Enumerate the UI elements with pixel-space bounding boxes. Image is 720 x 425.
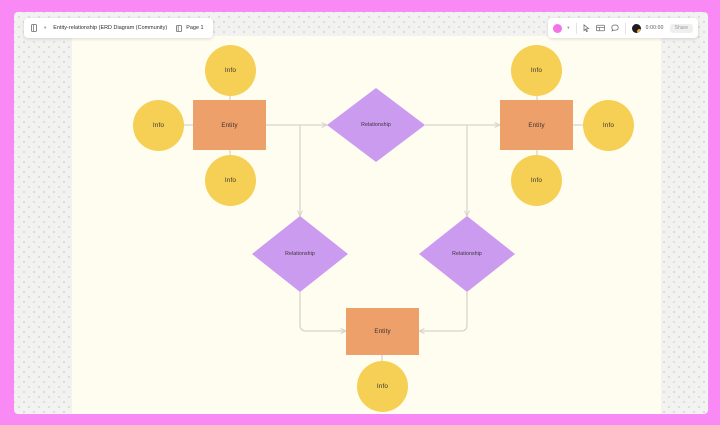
node-label: Relationship xyxy=(285,251,315,257)
page-icon xyxy=(176,24,183,32)
info-node[interactable]: Info xyxy=(205,155,256,206)
page-label: Page 1 xyxy=(186,25,204,31)
node-label: Entity xyxy=(374,328,391,335)
info-node[interactable]: Info xyxy=(205,45,256,96)
toolbar-divider xyxy=(624,22,626,34)
node-label: Info xyxy=(530,177,543,184)
node-label: Info xyxy=(376,383,389,390)
user-avatar[interactable] xyxy=(631,23,641,33)
node-label: Info xyxy=(152,122,165,129)
comment-tool-icon[interactable] xyxy=(610,24,619,32)
frame-tool-icon[interactable] xyxy=(595,24,605,32)
toolbar-divider xyxy=(575,22,577,34)
board-title: Entity-relationship (ERD Diagram (Commun… xyxy=(53,25,168,31)
board-titlebar: ▾ Entity-relationship (ERD Diagram (Comm… xyxy=(24,18,213,38)
edge-r3-e3 xyxy=(419,292,468,331)
node-label: Relationship xyxy=(452,251,482,257)
color-swatch-icon xyxy=(553,23,563,33)
node-label: Info xyxy=(602,122,615,129)
entity-node[interactable]: Entity xyxy=(193,100,266,150)
color-caret-icon: ▾ xyxy=(567,24,570,30)
relationship-node[interactable]: Relationship xyxy=(419,216,515,292)
info-node[interactable]: Info xyxy=(583,100,634,151)
edge-r2-e3 xyxy=(299,292,346,331)
page-chip[interactable]: Page 1 xyxy=(174,24,206,32)
info-node[interactable]: Info xyxy=(357,361,408,412)
share-button[interactable]: Share xyxy=(669,23,693,33)
relationship-node[interactable]: Relationship xyxy=(252,216,348,292)
board-menu-caret[interactable]: ▾ xyxy=(44,24,47,30)
relationship-node[interactable]: Relationship xyxy=(327,88,425,162)
cursor-tool-icon[interactable] xyxy=(583,24,590,32)
node-label: Relationship xyxy=(361,122,391,128)
board-menu-icon[interactable] xyxy=(31,24,37,32)
info-node[interactable]: Info xyxy=(133,100,184,151)
node-label: Info xyxy=(224,67,237,74)
entity-node[interactable]: Entity xyxy=(346,308,419,355)
info-node[interactable]: Info xyxy=(511,45,562,96)
node-label: Info xyxy=(224,177,237,184)
entity-node[interactable]: Entity xyxy=(500,100,573,150)
connector-layer xyxy=(184,96,583,361)
diagram-nodes: Entity Info Info Info Relationship Entit… xyxy=(14,12,708,414)
info-node[interactable]: Info xyxy=(511,155,562,206)
node-label: Entity xyxy=(221,121,238,129)
board-toolbar: ▾ 0:00:00 Share xyxy=(548,18,698,38)
zoom-level[interactable]: 0:00:00 xyxy=(645,25,664,31)
node-label: Entity xyxy=(528,121,545,129)
infinite-canvas[interactable]: Entity Info Info Info Relationship Entit… xyxy=(14,12,708,414)
node-label: Info xyxy=(530,67,543,74)
color-picker[interactable]: ▾ xyxy=(553,23,570,33)
presence-group[interactable]: 0:00:00 xyxy=(631,23,664,33)
